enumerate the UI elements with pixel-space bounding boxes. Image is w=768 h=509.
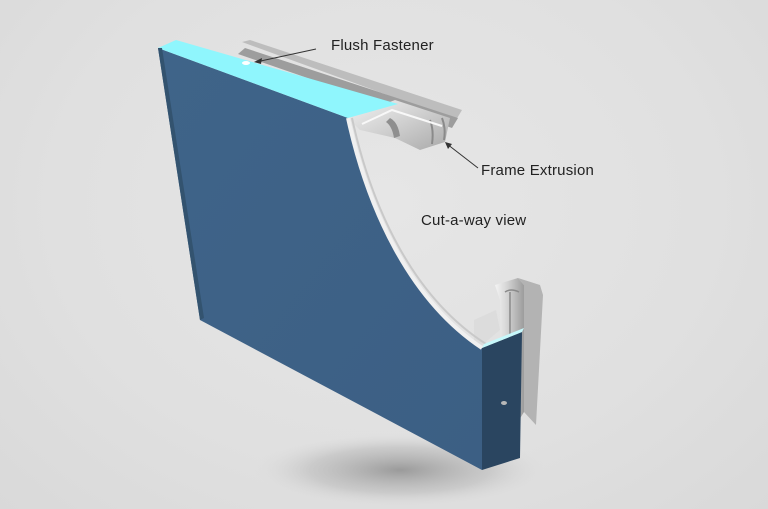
label-cut-away-view: Cut-a-way view [421,212,527,229]
label-frame-extrusion: Frame Extrusion [481,162,595,179]
frame-extrusion-top [238,40,462,150]
flush-fastener-dot [242,61,250,65]
leader-frame-extrusion [445,142,479,169]
panel-side-edge [482,332,522,470]
leader-flush-fastener [254,48,317,64]
label-flush-fastener: Flush Fastener [331,37,434,54]
panel-face [158,48,482,470]
side-hole [501,401,507,405]
panel-top-edge [158,40,398,118]
cut-edge [346,117,484,350]
